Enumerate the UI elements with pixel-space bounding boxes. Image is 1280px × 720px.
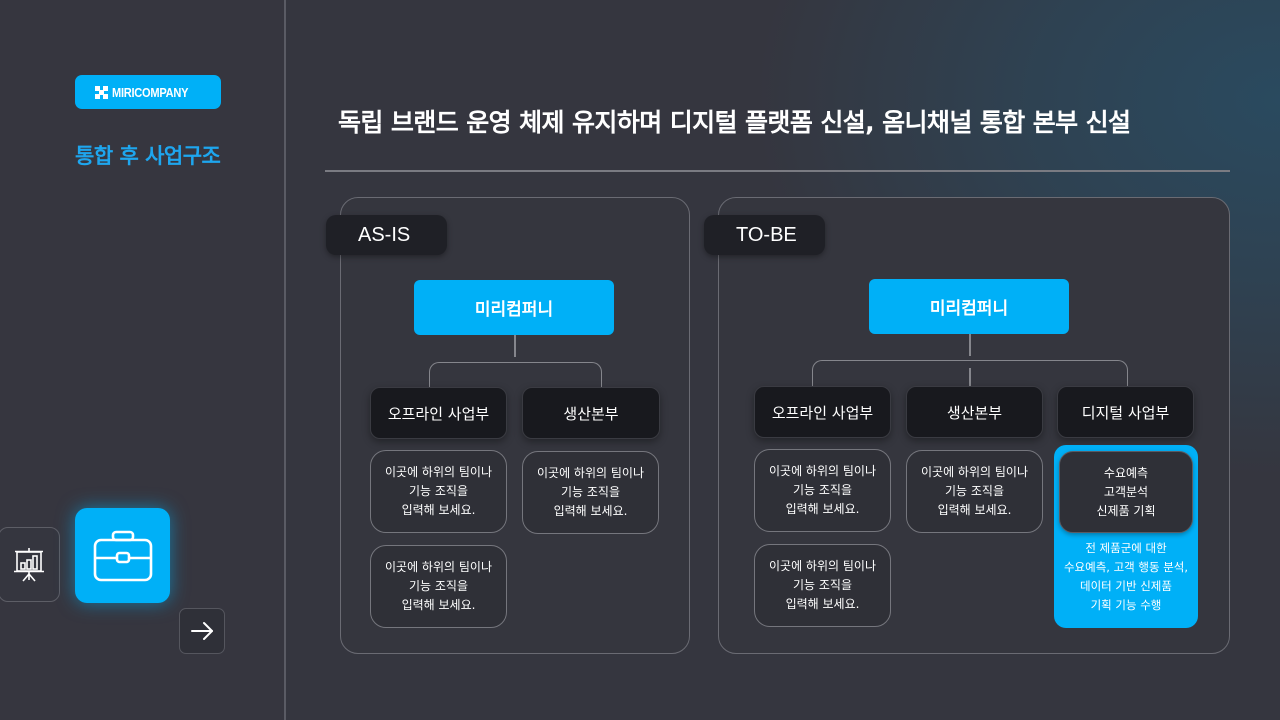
to-be-tag: TO-BE — [704, 215, 825, 255]
as-is-team-box[interactable]: 이곳에 하위의 팀이나 기능 조직을 입력해 보세요. — [370, 545, 507, 628]
logo-mark-icon — [94, 85, 108, 99]
to-be-dept-production[interactable]: 생산본부 — [906, 386, 1043, 438]
to-be-root-node[interactable]: 미리컴퍼니 — [869, 279, 1069, 334]
presentation-nav-button[interactable] — [0, 527, 60, 602]
digital-highlight-card[interactable]: 수요예측 고객분석 신제품 기획 전 제품군에 대한 수요예측, 고객 행동 분… — [1054, 445, 1198, 628]
as-is-root-node[interactable]: 미리컴퍼니 — [414, 280, 614, 335]
to-be-dept-digital[interactable]: 디지털 사업부 — [1057, 386, 1194, 438]
as-is-team-box[interactable]: 이곳에 하위의 팀이나 기능 조직을 입력해 보세요. — [370, 450, 507, 533]
page-headline: 독립 브랜드 운영 체제 유지하며 디지털 플랫폼 신설, 옴니채널 통합 본부… — [338, 108, 1131, 137]
as-is-team-box[interactable]: 이곳에 하위의 팀이나 기능 조직을 입력해 보세요. — [522, 451, 659, 534]
arrow-right-icon — [191, 622, 213, 640]
as-is-dept-offline[interactable]: 오프라인 사업부 — [370, 387, 507, 439]
connector-line — [969, 368, 971, 388]
to-be-team-box[interactable]: 이곳에 하위의 팀이나 기능 조직을 입력해 보세요. — [906, 450, 1043, 533]
briefcase-nav-button[interactable] — [75, 508, 170, 603]
section-title: 통합 후 사업구조 — [75, 144, 221, 168]
connector-line — [514, 335, 516, 357]
connector-bracket — [429, 362, 602, 387]
logo-text: MIRICOMPANY — [111, 84, 188, 100]
headline-divider — [325, 170, 1230, 172]
to-be-team-box[interactable]: 이곳에 하위의 팀이나 기능 조직을 입력해 보세요. — [754, 449, 891, 532]
to-be-team-box[interactable]: 이곳에 하위의 팀이나 기능 조직을 입력해 보세요. — [754, 544, 891, 627]
sidebar: MIRICOMPANY 통합 후 사업구조 — [0, 0, 285, 720]
as-is-dept-production[interactable]: 생산본부 — [522, 387, 660, 439]
logo-badge: MIRICOMPANY — [75, 75, 221, 109]
presentation-chart-icon — [14, 547, 44, 582]
as-is-tag: AS-IS — [326, 215, 447, 255]
sidebar-divider — [284, 0, 286, 720]
digital-description: 전 제품군에 대한 수요예측, 고객 행동 분석, 데이터 기반 신제품 기획 … — [1063, 541, 1189, 612]
connector-line — [969, 334, 971, 356]
briefcase-icon — [93, 530, 152, 581]
digital-functions-box: 수요예측 고객분석 신제품 기획 — [1059, 451, 1193, 533]
to-be-dept-offline[interactable]: 오프라인 사업부 — [754, 386, 891, 438]
connector-bracket — [812, 360, 1128, 387]
next-button[interactable] — [179, 608, 225, 654]
